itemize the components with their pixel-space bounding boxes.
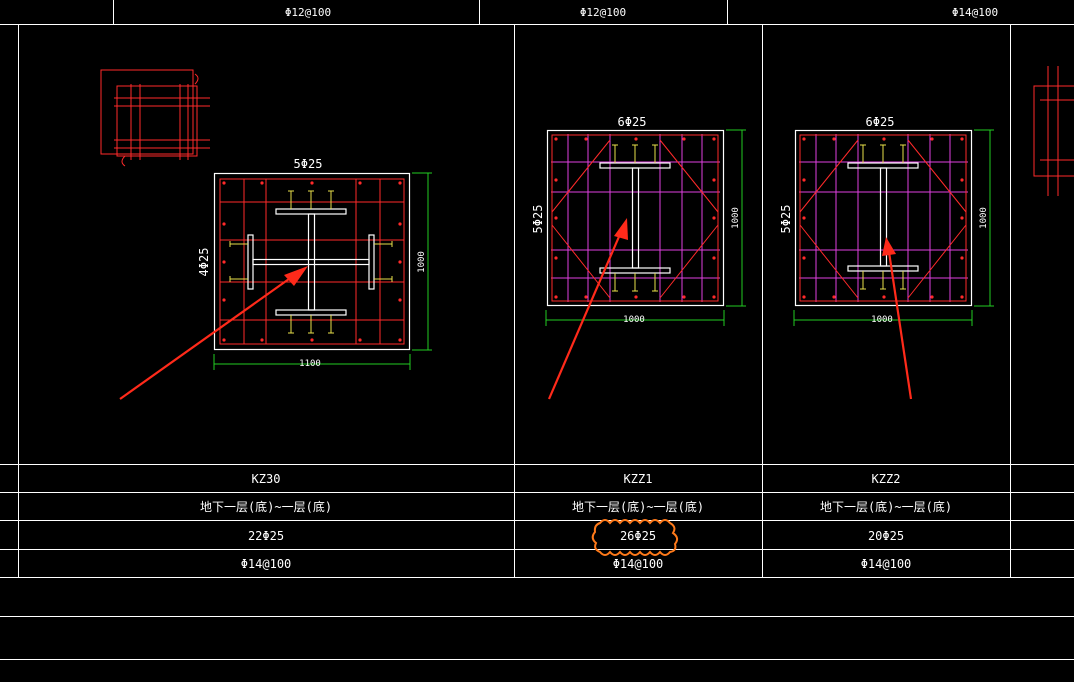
kzz2-side-rebar-label: 5Φ25: [779, 205, 793, 234]
kz30-floors: 地下一层(底)~一层(底): [200, 499, 332, 514]
table-grid-lines: [0, 0, 1074, 660]
kz30-main-rebar: 22Φ25: [248, 529, 284, 543]
kz30-top-rebar-label: 5Φ25: [294, 157, 323, 171]
kzz2-name: KZZ2: [872, 472, 901, 486]
stirrup-detail-sketch-right: [1033, 66, 1074, 196]
kzz2-dim-height: 1000: [979, 207, 989, 229]
kzz1-floors: 地下一层(底)~一层(底): [572, 499, 704, 514]
section-kz30: 5Φ25 4Φ25 1100 1000: [119, 157, 432, 400]
kz30-side-rebar-label: 4Φ25: [197, 248, 211, 277]
kzz1-main-rebar: 26Φ25: [620, 529, 656, 543]
section-kzz1: 6Φ25 5Φ25 1000 1000: [531, 115, 746, 400]
kzz1-dim-height: 1000: [731, 207, 741, 229]
revision-cloud: [591, 519, 679, 556]
annotation-arrow: [119, 266, 308, 400]
kzz1-top-rebar-label: 6Φ25: [618, 115, 647, 129]
kz30-dim-width: 1100: [299, 359, 321, 369]
kzz1-dim-width: 1000: [623, 315, 645, 325]
kzz2-floors: 地下一层(底)~一层(底): [820, 499, 952, 514]
kz30-stirrup: Φ14@100: [241, 557, 292, 571]
annotation-arrow: [547, 218, 628, 400]
kzz2-stirrup: Φ14@100: [861, 557, 912, 571]
kzz1-side-rebar-label: 5Φ25: [531, 205, 545, 234]
kzz2-main-rebar: 20Φ25: [868, 529, 904, 543]
kz30-name: KZ30: [252, 472, 281, 486]
kzz2-top-rebar-label: 6Φ25: [866, 115, 895, 129]
header-cell-1: Φ12@100: [285, 6, 331, 19]
stirrup-detail-sketch: [100, 69, 210, 167]
section-kzz2: 6Φ25 5Φ25 1000 1000: [779, 115, 994, 400]
annotation-arrow: [882, 237, 913, 400]
kzz1-name: KZZ1: [624, 472, 653, 486]
kzz2-dim-width: 1000: [871, 315, 893, 325]
kzz1-stirrup: Φ14@100: [613, 557, 664, 571]
kz30-dim-height: 1000: [417, 251, 427, 273]
header-cell-2: Φ12@100: [580, 6, 626, 19]
header-cell-3: Φ14@100: [952, 6, 998, 19]
